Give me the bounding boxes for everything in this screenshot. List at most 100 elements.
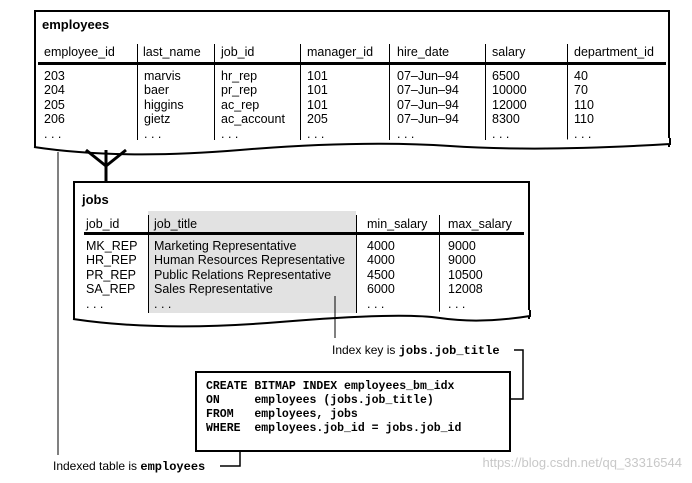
job-id-cells: hr_rep pr_rep ac_rep ac_account . . . bbox=[221, 69, 285, 141]
sql-line-create: CREATE BITMAP INDEX employees_bm_idx bbox=[206, 380, 454, 393]
index-key-value: jobs.job_title bbox=[398, 344, 500, 358]
sql-text: employees, jobs bbox=[233, 408, 358, 421]
table-cell: 205 bbox=[44, 97, 65, 112]
indexed-table-callout: Indexed table is employees bbox=[53, 459, 205, 474]
table-cell: Sales Representative bbox=[154, 282, 273, 297]
table-cell: 07–Jun–94 bbox=[397, 69, 459, 83]
table-cell: 204 bbox=[44, 83, 65, 98]
column-separator bbox=[439, 215, 440, 313]
table-cell: 07–Jun–94 bbox=[397, 112, 459, 127]
sql-line-from: FROM employees, jobs bbox=[206, 408, 358, 421]
table-cell: 8300 bbox=[492, 112, 520, 127]
table-cell: 4000 bbox=[367, 239, 395, 253]
table-cell: 110 bbox=[574, 112, 594, 127]
table-cell: 110 bbox=[574, 97, 594, 112]
index-key-label: Index key is bbox=[332, 343, 399, 357]
table-cell: . . . bbox=[154, 296, 172, 311]
column-header-job-id: job_id bbox=[221, 45, 255, 59]
table-cell: 07–Jun–94 bbox=[397, 97, 459, 112]
table-cell: higgins bbox=[144, 97, 184, 112]
table-cell: . . . bbox=[492, 126, 510, 141]
column-header-salary: salary bbox=[492, 45, 526, 59]
table-cell: 205 bbox=[307, 112, 328, 127]
column-separator bbox=[389, 44, 390, 140]
table-cell: Public Relations Representative bbox=[154, 267, 332, 282]
table-cell: 9000 bbox=[448, 239, 476, 253]
jobs-job-id-cells: MK_REP HR_REP PR_REP SA_REP . . . bbox=[86, 239, 137, 311]
table-cell: 10500 bbox=[448, 267, 483, 282]
column-separator bbox=[567, 44, 568, 140]
table-cell: 4000 bbox=[367, 253, 395, 268]
column-separator bbox=[356, 215, 357, 313]
job-title-highlight bbox=[148, 211, 356, 313]
sql-text: employees.job_id = jobs.job_id bbox=[240, 422, 462, 435]
column-header-job-title: job_title bbox=[154, 217, 198, 231]
table-cell: 12000 bbox=[492, 97, 527, 112]
hire-date-cells: 07–Jun–94 07–Jun–94 07–Jun–94 07–Jun–94 … bbox=[397, 69, 459, 141]
sql-text: employees (jobs.job_title) bbox=[219, 394, 434, 407]
watermark-text: https://blog.csdn.net/qq_33316544 bbox=[482, 455, 683, 470]
column-header-department-id: department_id bbox=[574, 45, 654, 59]
employee-id-cells: 203 204 205 206 . . . bbox=[44, 69, 65, 141]
table-cell: . . . bbox=[307, 126, 325, 141]
column-separator bbox=[300, 44, 301, 140]
jobs-table-panel: jobs job_id job_title min_salary max_sal… bbox=[73, 181, 530, 319]
jobs-table-title: jobs bbox=[82, 192, 109, 207]
sql-keyword: WHERE bbox=[206, 422, 241, 435]
table-cell: gietz bbox=[144, 112, 171, 127]
table-cell: baer bbox=[144, 83, 170, 98]
column-separator bbox=[214, 44, 215, 140]
table-cell: ac_account bbox=[221, 112, 285, 127]
sql-keyword: CREATE bbox=[206, 380, 248, 393]
column-header-hire-date: hire_date bbox=[397, 45, 450, 59]
column-header-last-name: last_name bbox=[143, 45, 201, 59]
table-cell: . . . bbox=[86, 296, 104, 311]
table-cell: . . . bbox=[44, 126, 62, 141]
table-cell: pr_rep bbox=[221, 83, 258, 98]
jobs-max-salary-cells: 9000 9000 10500 12008 . . . bbox=[448, 239, 483, 311]
table-cell: PR_REP bbox=[86, 267, 137, 282]
crows-foot-left bbox=[85, 148, 107, 168]
table-cell: Marketing Representative bbox=[154, 239, 297, 253]
sql-keyword: ON bbox=[206, 394, 220, 407]
table-cell: 101 bbox=[307, 69, 328, 83]
table-cell: 10000 bbox=[492, 83, 527, 98]
employees-table-panel: employees employee_id last_name job_id m… bbox=[34, 10, 670, 147]
table-cell: 70 bbox=[574, 83, 588, 98]
table-cell: HR_REP bbox=[86, 253, 137, 268]
table-cell: 6000 bbox=[367, 282, 395, 297]
table-cell: 6500 bbox=[492, 69, 520, 83]
department-id-cells: 40 70 110 110 . . . bbox=[574, 69, 594, 141]
table-cell: 12008 bbox=[448, 282, 483, 297]
table-cell: 9000 bbox=[448, 253, 476, 268]
table-cell: 101 bbox=[307, 97, 328, 112]
manager-id-cells: 101 101 101 205 . . . bbox=[307, 69, 328, 141]
column-separator bbox=[148, 215, 149, 313]
column-header-manager-id: manager_id bbox=[307, 45, 374, 59]
employees-wavy-edge bbox=[33, 138, 671, 156]
table-cell: . . . bbox=[144, 126, 162, 141]
sql-text: BITMAP INDEX employees_bm_idx bbox=[247, 380, 455, 393]
table-cell: . . . bbox=[448, 296, 466, 311]
indexed-table-label: Indexed table is bbox=[53, 459, 141, 473]
jobs-header-rule bbox=[84, 232, 524, 235]
sql-keyword: FROM bbox=[206, 408, 234, 421]
column-separator bbox=[137, 44, 138, 140]
table-cell: . . . bbox=[221, 126, 239, 141]
table-cell: 07–Jun–94 bbox=[397, 83, 459, 98]
table-cell: 40 bbox=[574, 69, 588, 83]
table-cell: . . . bbox=[397, 126, 415, 141]
table-cell: marvis bbox=[144, 69, 181, 83]
crows-foot-right bbox=[105, 148, 127, 168]
table-cell: 4500 bbox=[367, 267, 395, 282]
table-cell: . . . bbox=[367, 296, 385, 311]
column-header-employee-id: employee_id bbox=[44, 45, 115, 59]
index-key-callout: Index key is jobs.job_title bbox=[332, 343, 500, 358]
salary-cells: 6500 10000 12000 8300 . . . bbox=[492, 69, 527, 141]
jobs-wavy-edge bbox=[72, 310, 531, 328]
table-cell: Human Resources Representative bbox=[154, 253, 346, 268]
table-cell: MK_REP bbox=[86, 239, 138, 253]
column-header-min-salary: min_salary bbox=[367, 217, 428, 231]
jobs-job-title-cells: Marketing Representative Human Resources… bbox=[154, 239, 345, 311]
table-cell: ac_rep bbox=[221, 97, 260, 112]
